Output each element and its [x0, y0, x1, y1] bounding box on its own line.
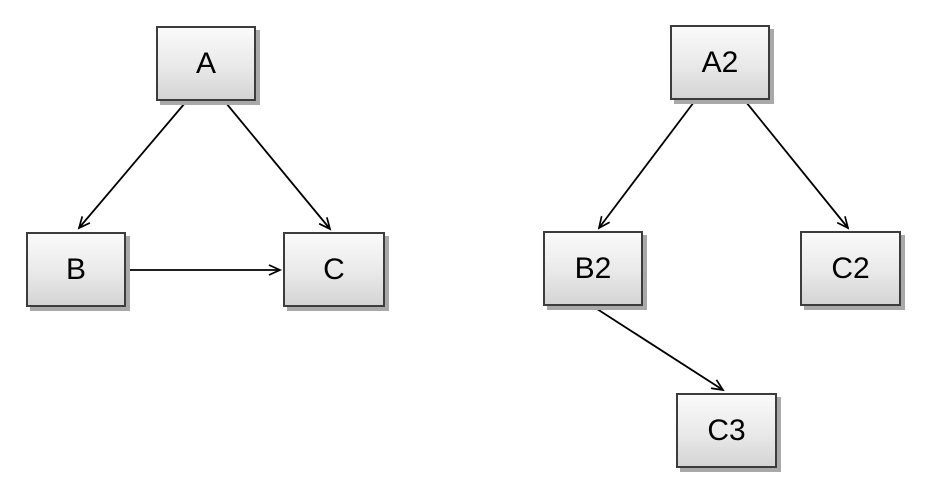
node-B2[interactable]: B2: [543, 231, 643, 306]
node-B-label: B: [65, 252, 86, 286]
node-C3[interactable]: C3: [676, 393, 777, 468]
node-C3-label: C3: [707, 413, 746, 447]
edge-A-to-B: [77, 102, 186, 230]
node-C[interactable]: C: [283, 232, 385, 307]
node-A-label: A: [195, 46, 216, 80]
node-B2-label: B2: [574, 251, 612, 285]
node-A2[interactable]: A2: [670, 25, 770, 100]
edge-B2-to-C3: [593, 306, 725, 392]
node-C-label: C: [323, 252, 345, 286]
node-A2-label: A2: [701, 45, 739, 79]
edge-A-to-C: [225, 102, 332, 231]
node-C2[interactable]: C2: [800, 231, 901, 306]
node-B[interactable]: B: [26, 232, 126, 307]
node-C2-label: C2: [831, 251, 870, 285]
edge-A2-to-C2: [745, 101, 850, 230]
node-A[interactable]: A: [156, 26, 256, 101]
edge-A2-to-B2: [597, 101, 695, 230]
